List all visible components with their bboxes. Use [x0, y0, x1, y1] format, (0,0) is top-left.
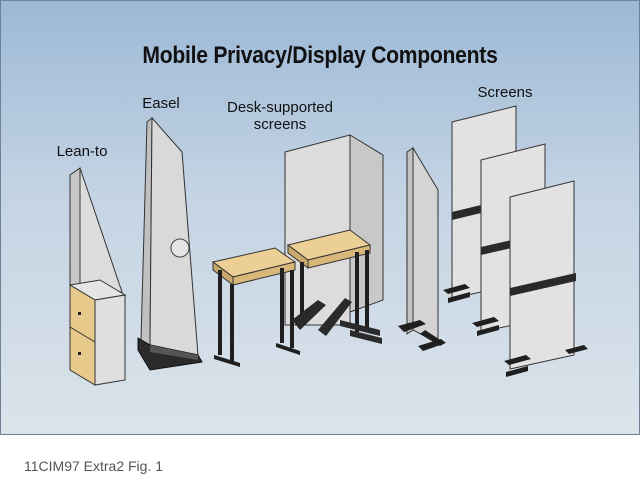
- components-drawing: [68, 105, 588, 386]
- standing-screen-unit: [398, 146, 446, 351]
- lean-to-unit: [68, 167, 127, 386]
- figure-caption: 11CIM97 Extra2 Fig. 1: [24, 458, 164, 474]
- label-easel: Easel: [142, 95, 180, 112]
- drawer-handle-icon: [78, 312, 81, 315]
- label-desk-supported-screens: Desk-supported screens: [227, 99, 333, 133]
- screens-unit: [443, 105, 588, 377]
- diagram-title: Mobile Privacy/Display Components: [142, 42, 498, 69]
- label-lean-to: Lean-to: [56, 143, 108, 160]
- easel-unit: [137, 116, 203, 371]
- drawer-handle-icon: [78, 352, 81, 355]
- label-screens: Screens: [477, 84, 533, 101]
- desk-supported-unit: [211, 134, 384, 367]
